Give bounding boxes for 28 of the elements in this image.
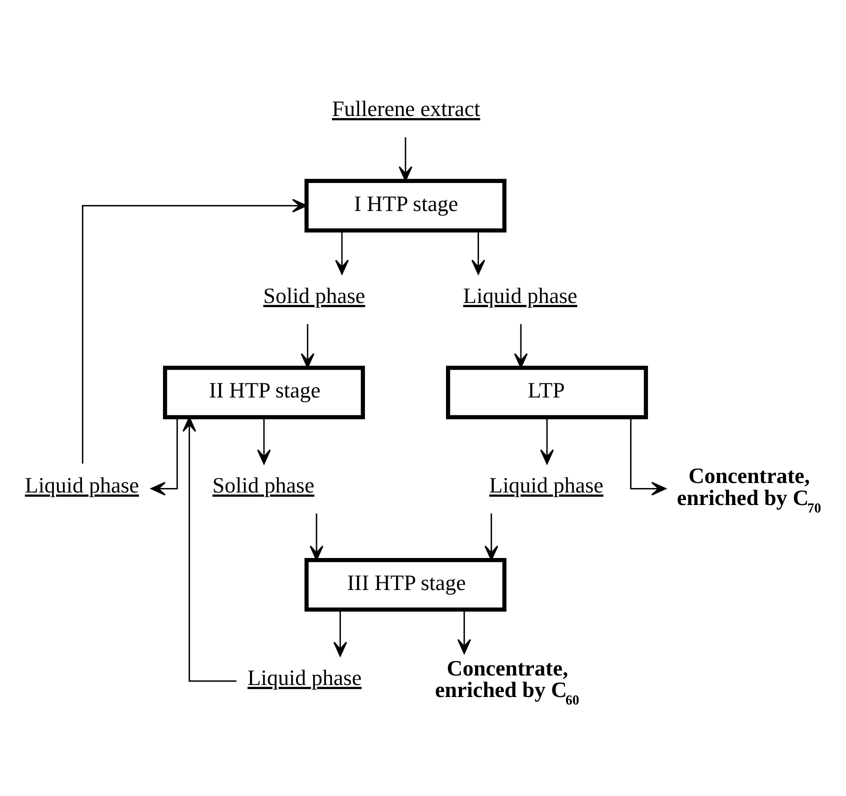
arrow	[514, 324, 528, 368]
arrow	[300, 324, 314, 368]
node-box: I HTP stage	[304, 178, 506, 232]
arrow	[335, 230, 349, 275]
arrow	[310, 513, 324, 561]
arrow	[182, 416, 236, 682]
arrow	[484, 513, 498, 561]
arrow	[333, 610, 348, 657]
node-text: Concentrate, enriched by C$_{70}$	[676, 462, 822, 516]
node-text: Liquid phase	[247, 664, 362, 690]
node-text: Liquid phase	[463, 282, 578, 308]
node-text: Concentrate, enriched by C$_{60}$	[435, 655, 580, 708]
node-box: II HTP stage	[163, 366, 365, 420]
node-text: Fullerene extract	[332, 96, 480, 122]
node-text: Solid phase	[263, 282, 366, 308]
arrow	[630, 417, 666, 496]
arrow	[150, 417, 178, 496]
arrow	[257, 417, 271, 464]
arrow	[540, 417, 554, 464]
node-text: Liquid phase	[489, 472, 604, 498]
arrow	[457, 610, 472, 654]
arrow	[82, 198, 308, 464]
node-text: Solid phase	[212, 472, 314, 498]
node-text: Liquid phase	[24, 472, 139, 498]
node-box: LTP	[446, 366, 648, 420]
node-box: III HTP stage	[304, 558, 506, 612]
arrow	[471, 230, 486, 275]
arrow	[398, 137, 412, 182]
